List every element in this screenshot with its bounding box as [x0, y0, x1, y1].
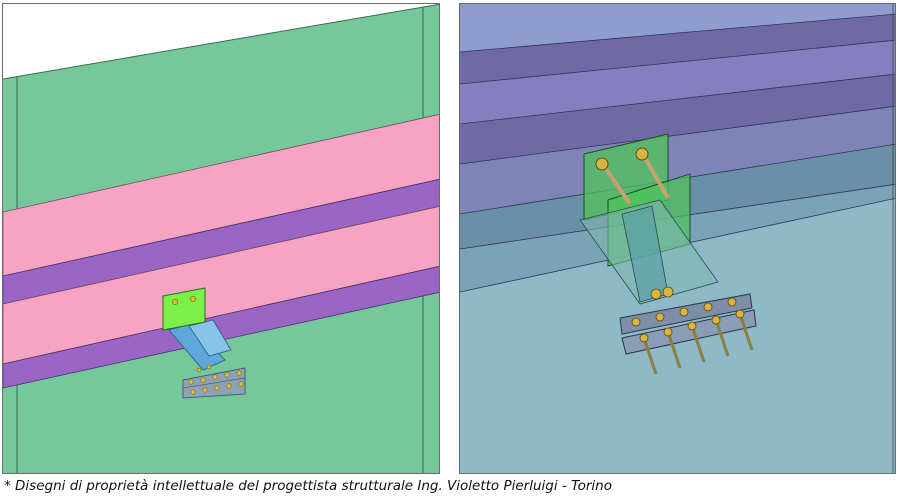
- anchor-nuts: [631, 286, 745, 343]
- plate-bolt: [172, 299, 178, 305]
- beam-face-bottom: [3, 206, 439, 365]
- right-view-drawing: [460, 4, 895, 473]
- ceiling-band-4: [460, 74, 895, 164]
- beam-face-top: [3, 114, 439, 277]
- rod: [602, 164, 632, 206]
- plate-nut: [595, 157, 609, 171]
- beam-flange-bottom: [3, 266, 439, 389]
- ceiling-band-2: [460, 14, 895, 84]
- anchor-bolts: [188, 364, 244, 395]
- anchor-rods: [642, 313, 754, 375]
- connection-plate: [162, 287, 206, 331]
- right-view-panel: [459, 3, 896, 474]
- left-view-drawing: [3, 4, 439, 473]
- plate-nut: [635, 147, 649, 161]
- left-view-panel: [2, 3, 440, 474]
- plate-bolt: [190, 296, 196, 302]
- ceiling-band-3: [460, 40, 895, 124]
- rod: [642, 155, 670, 199]
- beam-flange-top: [3, 179, 439, 305]
- ceiling-band-5: [460, 106, 895, 214]
- copyright-caption: * Disegni di proprietà intellettuale del…: [4, 478, 613, 494]
- anchor-bar-bottom: [621, 309, 757, 355]
- ceiling-band-1: [460, 4, 895, 52]
